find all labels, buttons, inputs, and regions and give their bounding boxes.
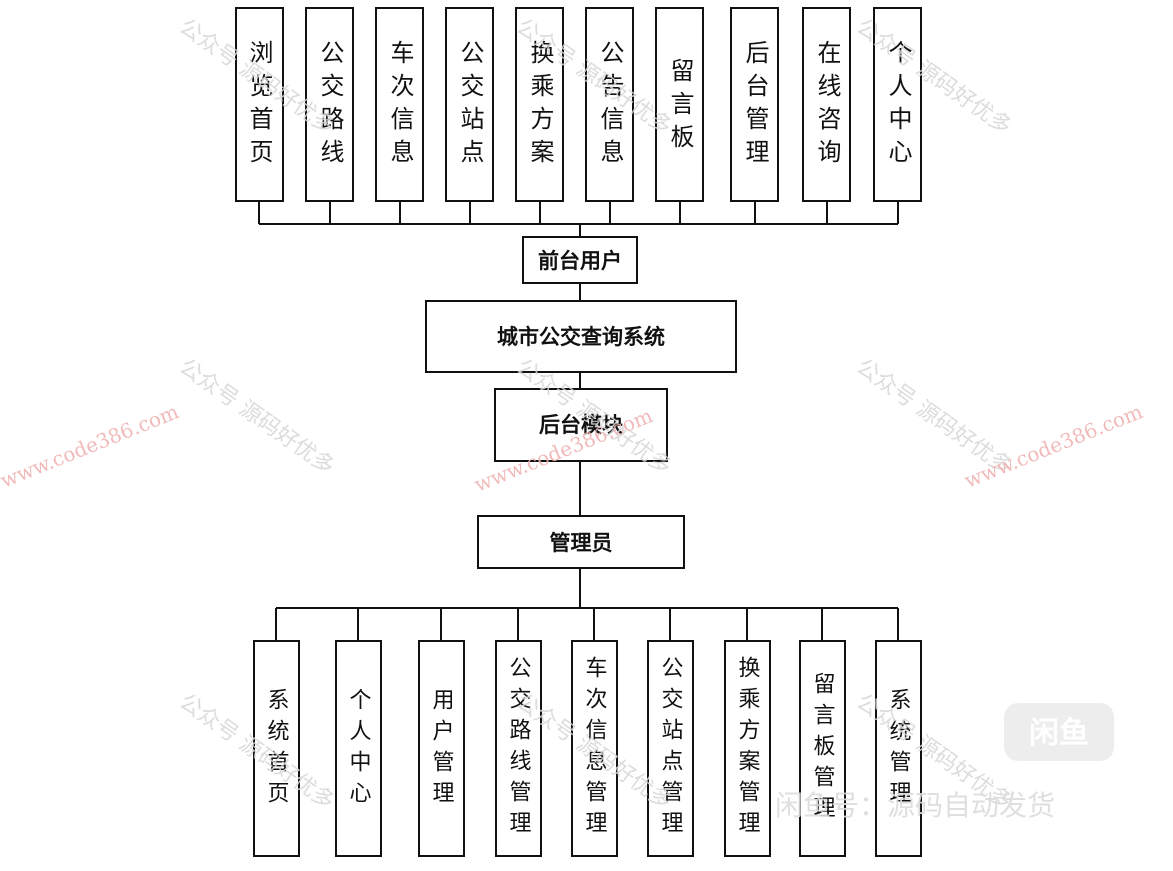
front-module-box (515, 7, 564, 202)
front-module-box (802, 7, 851, 202)
admin-label: 管理员 (550, 531, 613, 555)
front-module-label: 车次信息 (386, 40, 414, 172)
connectors (258, 201, 899, 641)
front-module-box (305, 7, 354, 202)
front-module-label: 公交站点 (456, 40, 484, 172)
front-module-box (445, 7, 494, 202)
admin-module-labels: 系统首页 个人中心 用户管理 公交路线管理 车次信息管理 公交站点管理 换乘方案… (264, 656, 912, 842)
front-module-labels: 浏览首页 公交路线 车次信息 公交站点 换乘方案 公告信息 留言板 后台管理 在… (245, 40, 912, 172)
admin-module-label: 个人中心 (346, 688, 372, 812)
front-group-label: 前台用户 (538, 249, 622, 273)
admin-module-box (571, 640, 618, 857)
front-module-label: 浏览首页 (245, 40, 273, 172)
admin-module-box (253, 640, 300, 857)
front-module-box (873, 7, 922, 202)
admin-module-label: 公交路线管理 (506, 656, 532, 842)
front-module-box (655, 7, 704, 202)
admin-module-label: 公交站点管理 (658, 656, 684, 842)
admin-module-box (647, 640, 694, 857)
xianyu-logo-text: 闲鱼 (1029, 716, 1089, 751)
front-module-label: 后台管理 (741, 40, 769, 172)
admin-module-boxes (253, 640, 922, 857)
admin-module-label: 系统首页 (264, 688, 290, 812)
watermark-account: 公众号 源码好优多 (175, 354, 339, 479)
xianyu-logo: 闲鱼 (1004, 703, 1114, 761)
front-module-box (375, 7, 424, 202)
watermark-url: www.code386.com (0, 399, 182, 492)
front-group-node: 前台用户 (522, 236, 638, 284)
front-module-box (730, 7, 779, 202)
back-group-node: 后台模块 (494, 388, 668, 462)
admin-module-box (724, 640, 771, 857)
admin-module-box (799, 640, 846, 857)
front-module-box (585, 7, 634, 202)
front-module-boxes (235, 7, 922, 202)
front-module-label: 公告信息 (596, 40, 624, 172)
admin-module-label: 系统管理 (886, 688, 912, 812)
admin-module-box (495, 640, 542, 857)
front-module-label: 公交路线 (316, 40, 344, 172)
admin-module-box (418, 640, 465, 857)
front-module-label: 在线咨询 (813, 40, 841, 172)
back-group-label: 后台模块 (539, 413, 624, 437)
front-module-label: 个人中心 (884, 40, 912, 172)
admin-module-label: 用户管理 (429, 688, 455, 812)
root-node: 城市公交查询系统 (425, 300, 737, 373)
admin-module-label: 留言板管理 (810, 672, 836, 827)
admin-module-label: 车次信息管理 (582, 656, 608, 842)
admin-module-label: 换乘方案管理 (735, 656, 761, 842)
root-label: 城市公交查询系统 (497, 325, 665, 349)
admin-module-box (335, 640, 382, 857)
front-module-box (235, 7, 284, 202)
admin-node: 管理员 (477, 515, 685, 569)
front-module-label: 换乘方案 (526, 40, 554, 172)
shop-watermark-text: 闲鱼号：源码自动发货 (775, 789, 1055, 822)
front-module-label: 留言板 (666, 58, 694, 157)
admin-module-box (875, 640, 922, 857)
